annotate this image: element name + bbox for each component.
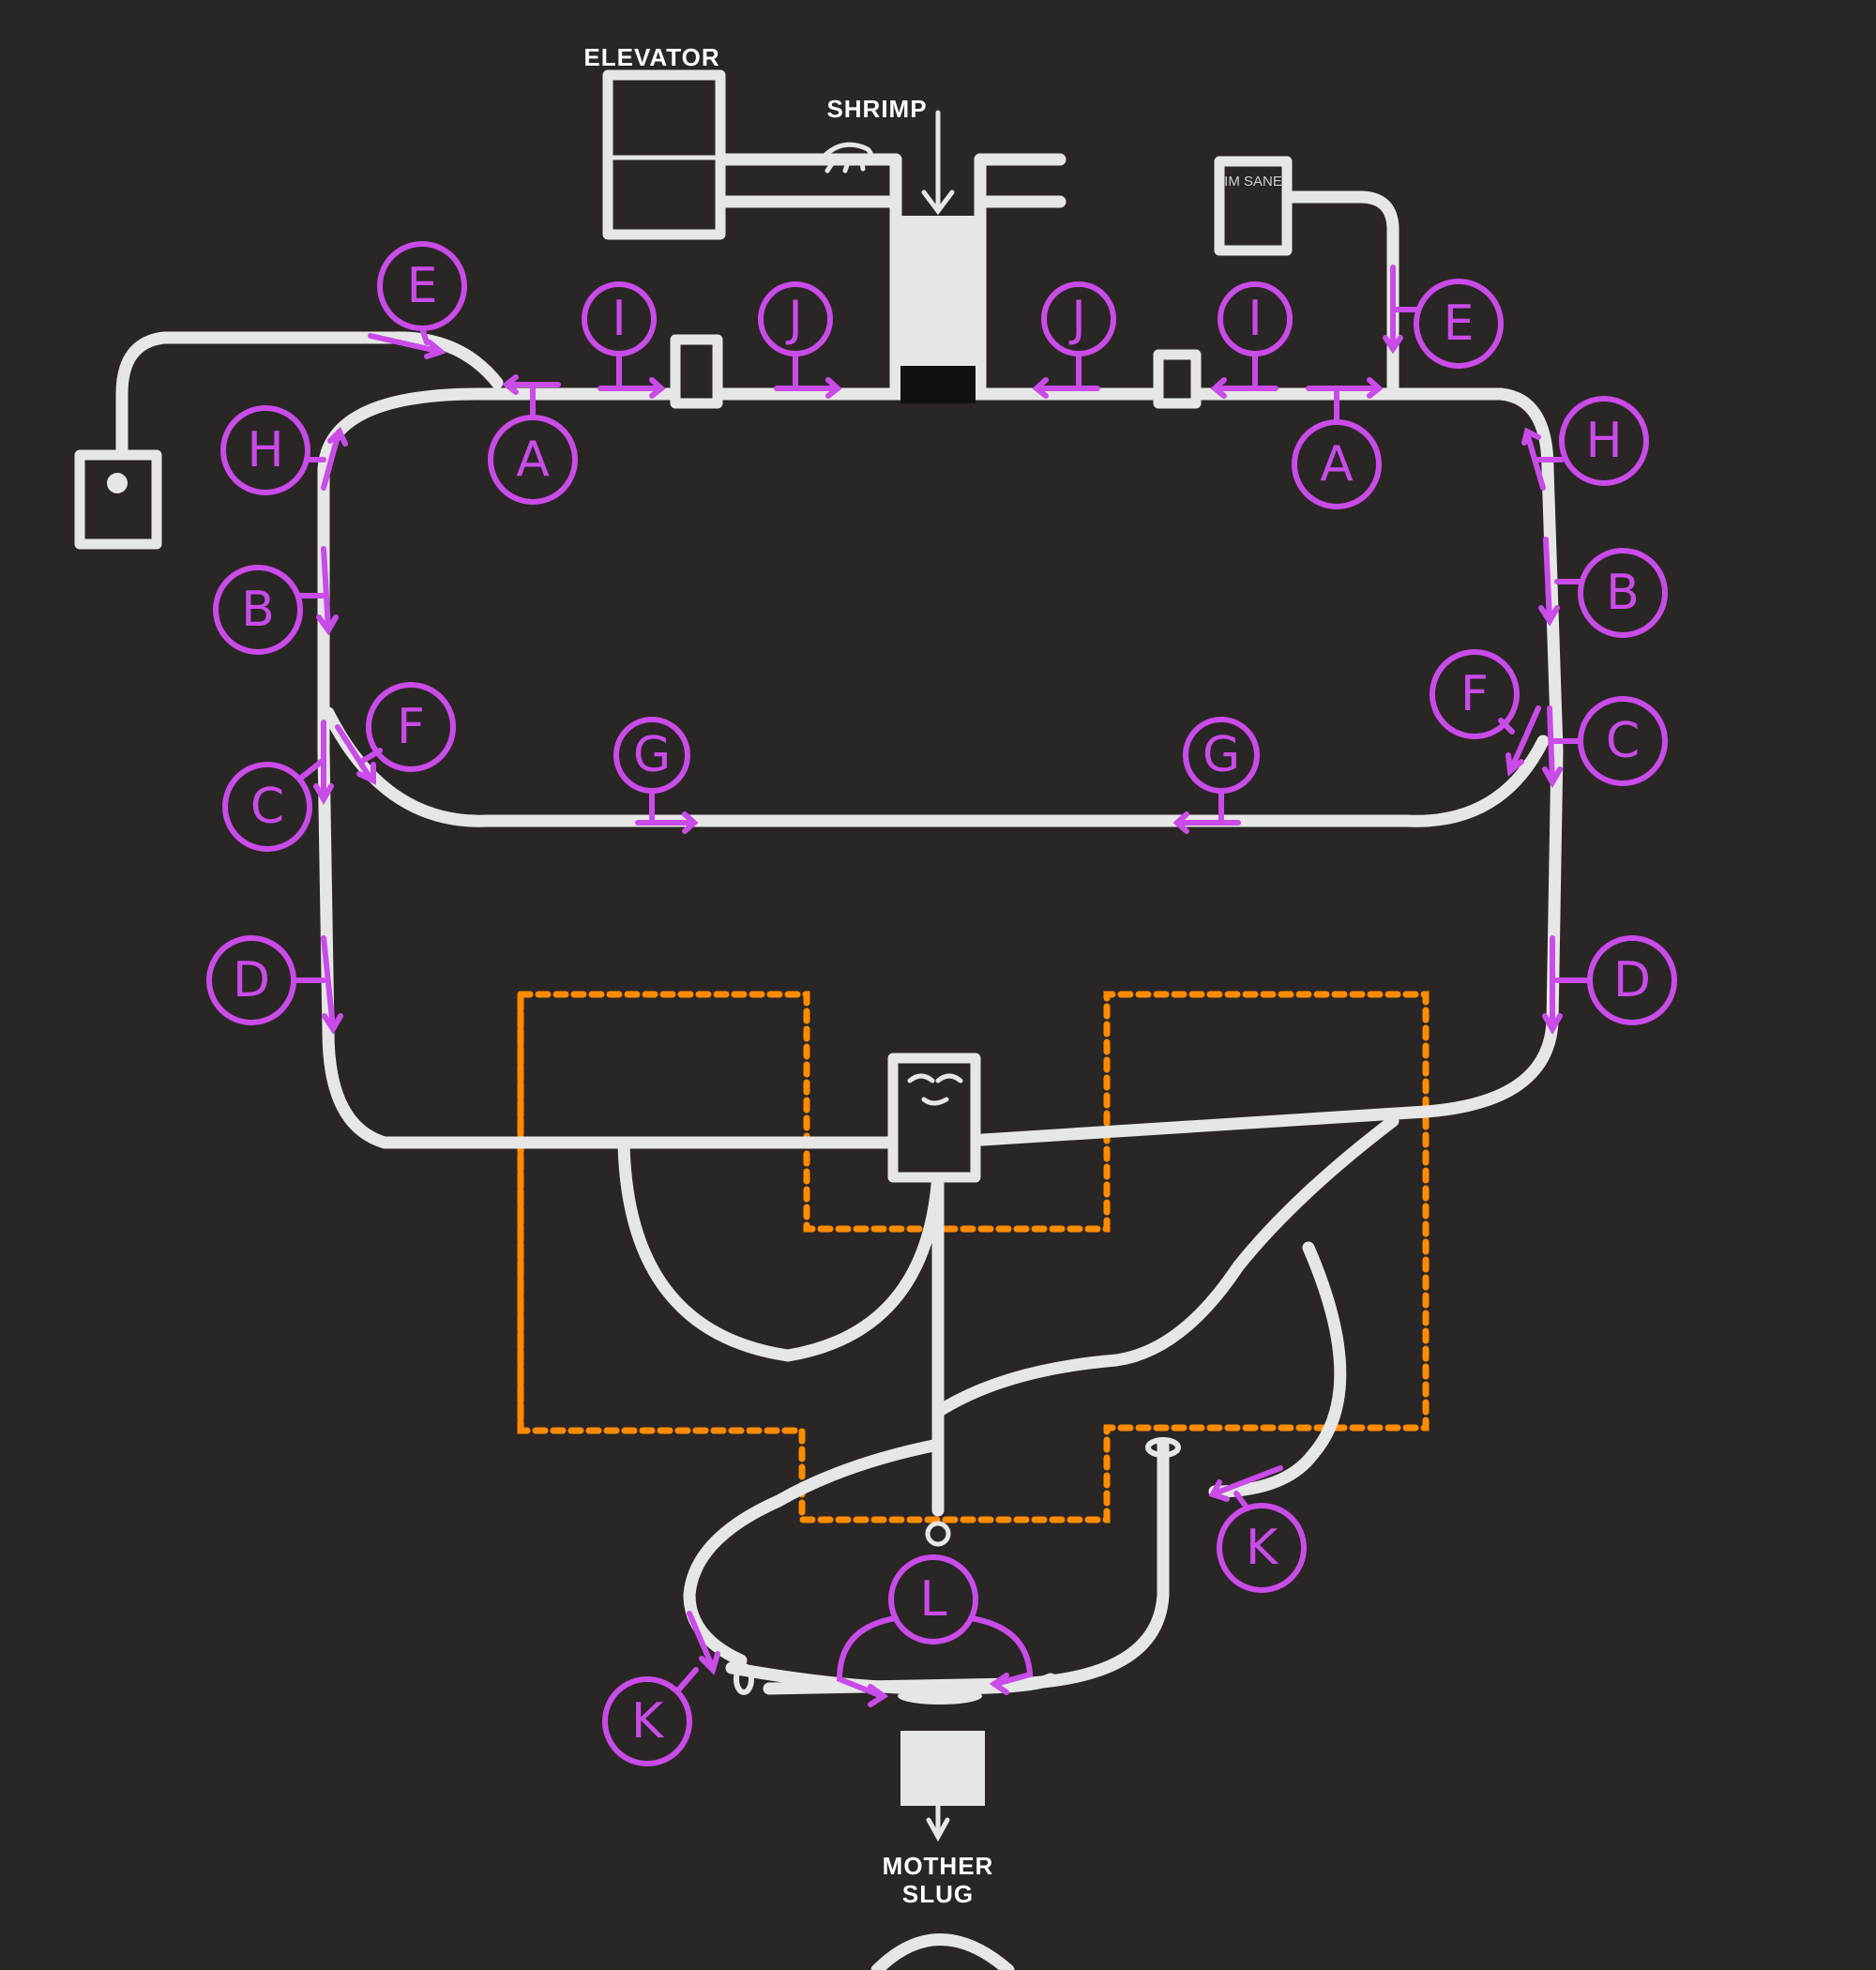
shrimp-label: SHRIMP [826,95,927,123]
marker-j-right-label: J [1068,291,1085,347]
left-terminal-dot [107,473,128,493]
lower-right-loop [1208,1241,1347,1498]
marker-g-left-arrow [635,788,699,834]
lower-center-arc [931,1114,1399,1418]
marker-f-right-arrow [1498,705,1541,777]
mother-slug-label-2: SLUG [902,1880,974,1908]
slug-hatch [898,1688,982,1705]
top-block-left [670,334,723,409]
top-block-right [1153,349,1202,409]
marker-f-left [366,682,456,772]
marker-a-left-label: A [516,432,550,488]
marker-l [888,1554,978,1644]
marker-b-right [1578,548,1668,638]
center-station [887,1053,981,1183]
pipe-stub-left [734,1663,754,1695]
elevator-box [602,69,726,240]
marker-e-right [1414,279,1504,369]
marker-f-left-label: F [397,699,425,755]
marker-b-right-label: B [1606,565,1640,621]
marker-k-right-label: K [1246,1520,1279,1576]
im-sane-box [1214,156,1293,256]
marker-b-right-arrow [1538,537,1583,627]
center-station-face [907,1073,963,1106]
marker-f-right [1430,649,1520,739]
marker-h-right [1559,396,1649,486]
slug-shaft [900,1731,985,1806]
marker-f-right-label: F [1460,666,1489,722]
marker-b-left [213,565,303,655]
marker-d-right-arrow [1542,935,1593,1036]
marker-h-right-arrow [1521,427,1565,491]
elevator-label: ELEVATOR [583,43,719,71]
marker-c-left-label: C [250,779,284,835]
marker-d-left-label: D [233,952,270,1008]
mother-slug-label-1: MOTHER [883,1852,994,1880]
marker-h-right-label: H [1585,413,1622,469]
marker-g-right-arrow [1172,788,1241,834]
orange-zone-left [517,991,1430,1523]
marker-e-left-label: E [407,258,438,314]
marker-c-right-label: C [1606,713,1640,769]
slug-dome [870,1933,1015,1970]
marker-i-right-arrow [1210,351,1278,399]
marker-d-left-arrow [291,935,343,1035]
marker-c-left-arrow [297,720,334,806]
marker-h-left [220,405,310,495]
marker-k-left-arrow [674,1611,720,1694]
left-terminal-box [74,449,162,550]
marker-i-right-label: I [1248,291,1262,347]
marker-b-left-label: B [241,582,275,638]
marker-l-label: L [920,1571,947,1628]
marker-d-right-label: D [1613,952,1651,1008]
marker-h-left-arrow [305,426,348,491]
im-sane-label: IM SANE [1224,174,1282,189]
marker-k-right [1217,1503,1307,1593]
spur-right-e [1283,190,1399,401]
marker-e-right-label: E [1444,296,1475,352]
marker-a-left-arrow [502,374,561,420]
marker-k-right-arrow [1208,1465,1283,1511]
cross-track [322,706,1550,827]
marker-c-left [222,762,312,852]
marker-k-left [602,1676,692,1766]
marker-i-left-arrow [598,351,666,399]
shrimp-chute-fill [896,216,980,394]
shrimp-icon [823,142,873,174]
marker-j-left-label: J [785,291,802,347]
marker-j-right-arrow [1032,351,1100,399]
shrimp-arrow [921,110,955,216]
shrimp-chute-base [900,366,976,403]
marker-g-left-label: G [633,727,671,783]
marker-e-left-arrow [368,326,447,359]
marker-j-left-arrow [774,351,842,399]
marker-l-left-bracket [836,1615,899,1707]
marker-c-right-arrow [1542,705,1583,789]
pipe-stub-top [1145,1437,1181,1458]
drop-node [925,1521,951,1547]
marker-k-left-label: K [631,1693,665,1750]
marker-b-left-arrow [297,546,339,636]
marker-a-right-arrow [1306,377,1384,425]
marker-f-left-arrow [335,724,383,785]
slug-shaft-arrow [926,1742,950,1842]
spur-left-e [115,331,504,462]
marker-e-right-arrow [1383,265,1419,355]
marker-h-left-label: H [247,422,283,478]
marker-l-right-bracket [968,1615,1034,1695]
marker-a-right-label: A [1320,436,1354,492]
marker-g-right-label: G [1203,727,1240,783]
marker-i-left-label: I [612,291,626,347]
lower-left-arc [617,1138,945,1362]
main-loop-track [317,387,1564,1149]
